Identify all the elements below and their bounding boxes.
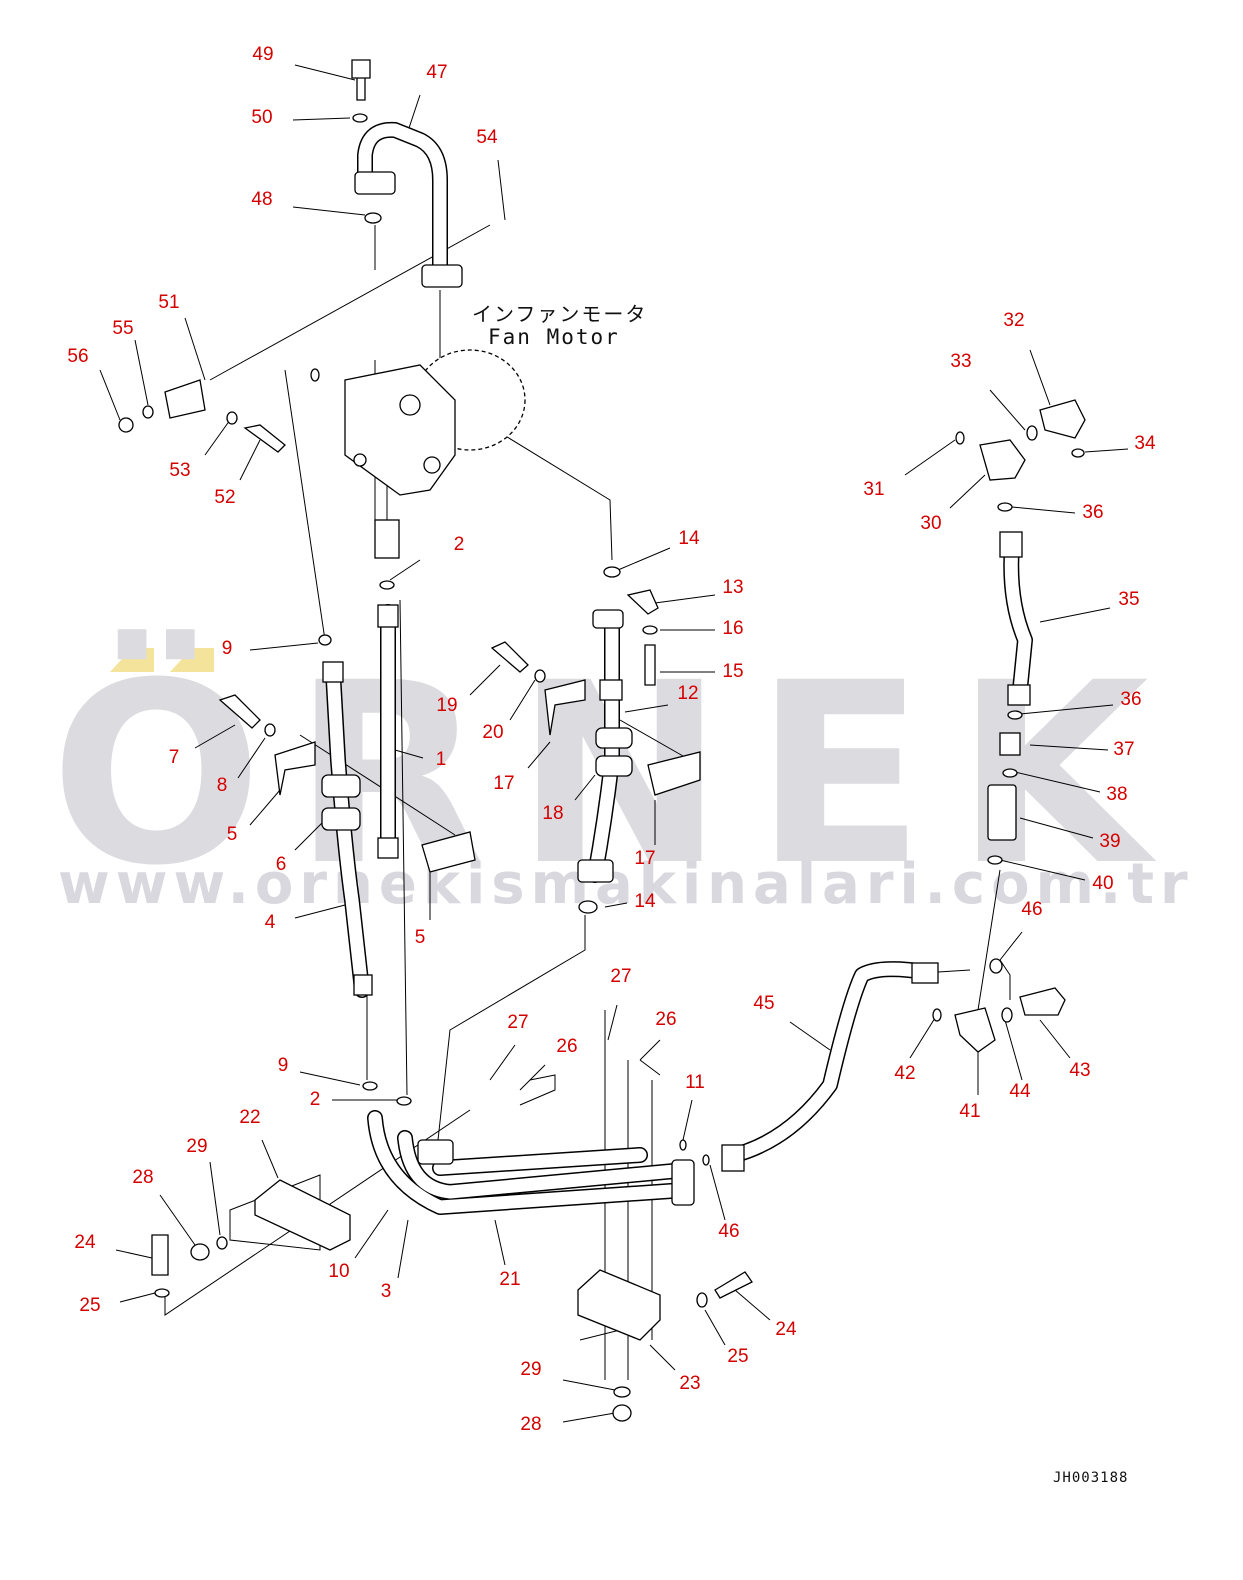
callout-11: 11 [685,1072,705,1093]
callout-41: 41 [959,1101,981,1122]
bracket-22 [254,1179,351,1251]
callout-27: 27 [507,1012,529,1033]
callout-3: 3 [380,1281,392,1302]
callout-42: 42 [894,1063,916,1084]
elbow-fitting [954,1007,996,1053]
callout-31: 31 [863,479,885,500]
callout-40: 40 [1092,873,1114,894]
callout-25: 25 [79,1295,101,1316]
drawing-code: JH003188 [1053,1470,1129,1486]
callout-18: 18 [542,803,564,824]
callout-37: 37 [1113,739,1135,760]
callout-32: 32 [1003,310,1025,331]
leader-line [99,64,716,920]
callout-12: 12 [677,683,699,704]
callout-26: 26 [556,1036,578,1057]
callout-28: 28 [520,1414,542,1435]
callout-25: 25 [727,1346,749,1367]
bracket-51 [164,379,206,419]
fan-motor-label-japanese: インファンモータ [472,302,648,326]
callout-4: 4 [264,912,276,933]
bracket-17b [544,679,586,736]
callout-55: 55 [112,318,134,339]
callout-26: 26 [655,1009,677,1030]
callout-27: 27 [610,966,632,987]
callout-9: 9 [277,1055,289,1076]
callout-5: 5 [414,927,426,948]
callout-1: 1 [435,749,447,770]
callout-16: 16 [722,618,744,639]
callout-47: 47 [426,62,448,83]
callout-44: 44 [1009,1081,1031,1102]
cover-17 [647,751,701,796]
callout-13: 13 [722,577,744,598]
callout-7: 7 [168,747,180,768]
callout-49: 49 [252,44,274,65]
callout-5: 5 [226,824,238,845]
fan-motor-label: Fan Motor [488,325,620,349]
callout-6: 6 [275,854,287,875]
clamp-13 [626,589,659,615]
callout-15: 15 [722,661,744,682]
callout-17: 17 [634,848,656,869]
fan-motor-body [344,364,456,496]
callout-29: 29 [520,1359,542,1380]
callout-36: 36 [1082,502,1104,523]
callout-46: 46 [1021,899,1043,920]
callout-29: 29 [186,1136,208,1157]
elbow-fitting [1039,399,1086,439]
callout-43: 43 [1069,1060,1091,1081]
callout-24: 24 [74,1232,96,1253]
callout-19: 19 [436,695,458,716]
callout-53: 53 [169,460,191,481]
callout-14: 14 [678,528,700,549]
connector [1019,987,1066,1016]
bracket-23 [577,1269,661,1341]
callout-23: 23 [679,1373,701,1394]
callout-8: 8 [216,775,228,796]
bracket-17 [274,741,316,796]
callout-28: 28 [132,1167,154,1188]
elbow-fitting [979,439,1026,481]
callout-35: 35 [1118,589,1140,610]
callout-10: 10 [328,1261,350,1282]
callout-20: 20 [482,722,504,743]
callout-2: 2 [309,1089,321,1110]
callout-46: 46 [718,1221,740,1242]
callout-52: 52 [214,487,236,508]
callout-33: 33 [950,351,972,372]
callout-51: 51 [158,292,180,313]
callout-56: 56 [67,346,89,367]
callout-36: 36 [1120,689,1142,710]
callout-39: 39 [1099,831,1121,852]
callout-2: 2 [453,534,465,555]
callout-45: 45 [753,993,775,1014]
callout-38: 38 [1106,784,1128,805]
leader-line [115,349,1129,1423]
callout-50: 50 [251,107,273,128]
callout-48: 48 [251,189,273,210]
callout-22: 22 [239,1107,261,1128]
callout-9: 9 [221,638,233,659]
watermark-accent [110,648,154,672]
callout-14: 14 [634,891,656,912]
callout-21: 21 [499,1269,521,1290]
callout-17: 17 [493,773,515,794]
callout-54: 54 [476,127,498,148]
cover-5 [421,831,476,873]
callout-34: 34 [1134,433,1156,454]
callout-24: 24 [775,1319,797,1340]
watermark-accent [170,648,214,672]
callout-30: 30 [920,513,942,534]
